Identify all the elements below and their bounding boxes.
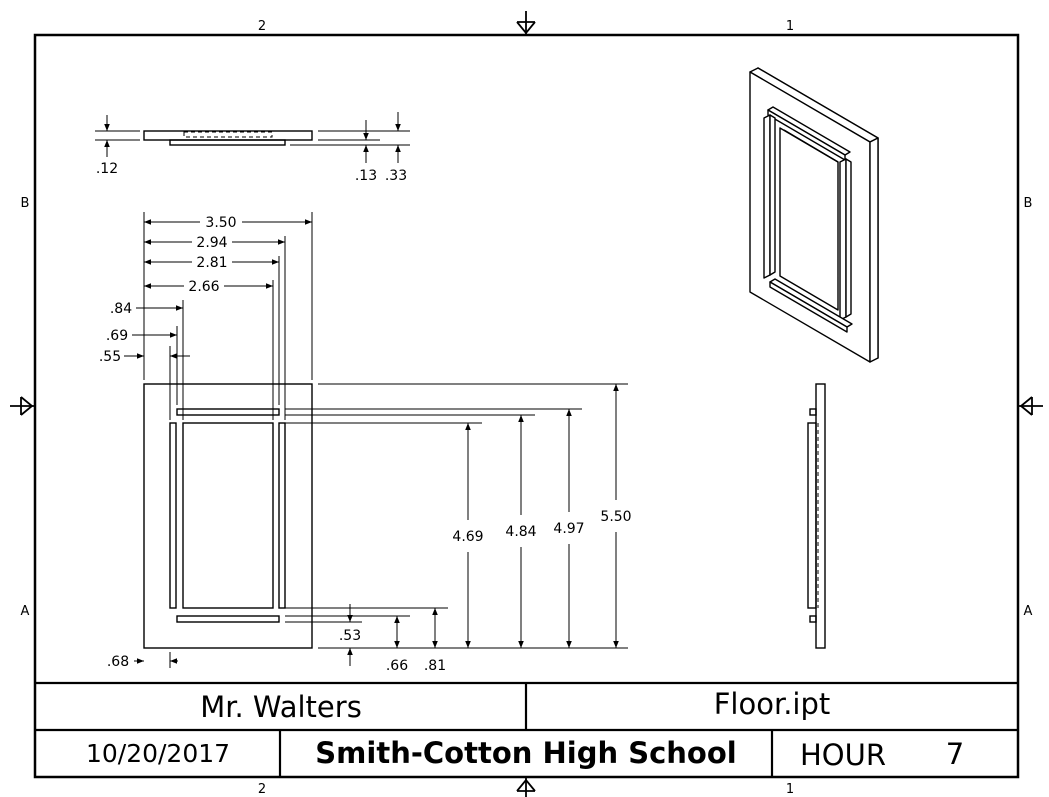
dim-label: .12: [96, 161, 118, 177]
dim-label: 2.81: [196, 255, 227, 271]
dim-label: 5.50: [600, 509, 631, 525]
top-view-dimensions: [95, 112, 410, 163]
dim-label: 4.97: [553, 521, 584, 537]
zone-label-left-lower: A: [21, 604, 30, 619]
dim-label: .81: [424, 658, 446, 674]
dim-label: .13: [355, 168, 377, 184]
dim-label: .84: [110, 301, 132, 317]
center-mark-left-icon: [10, 396, 35, 416]
center-mark-top-icon: [516, 11, 536, 36]
center-mark-right-icon: [1018, 396, 1043, 416]
dim-label: .33: [385, 168, 407, 184]
dim-label: .53: [339, 628, 361, 644]
right-side-view: [807, 383, 826, 649]
front-view: [143, 383, 313, 649]
dim-label: .66: [386, 658, 408, 674]
school-name: Smith-Cotton High School: [315, 736, 736, 770]
title-block-lines: [35, 681, 1018, 777]
drawing-date: 10/20/2017: [86, 739, 230, 768]
front-view-vertical-dimensions: [285, 383, 628, 666]
file-name: Floor.ipt: [714, 687, 831, 721]
dim-label: 2.94: [196, 235, 227, 251]
hour-value: 7: [946, 737, 964, 771]
zone-label-bottom-right: 1: [786, 782, 794, 797]
hour-label: HOUR: [800, 738, 886, 772]
dim-label: 2.66: [188, 279, 219, 295]
dim-label: .55: [99, 349, 121, 365]
dim-label: 4.69: [452, 529, 483, 545]
dim-label: 4.84: [505, 524, 536, 540]
zone-label-right-upper: B: [1024, 196, 1033, 211]
top-edge-view: [143, 130, 313, 146]
teacher-name: Mr. Walters: [200, 690, 362, 724]
front-view-horizontal-dimensions: [124, 212, 313, 668]
dim-label: 3.50: [205, 215, 236, 231]
zone-label-top-left: 2: [258, 19, 266, 34]
isometric-view: [749, 67, 879, 363]
zone-label-right-lower: A: [1024, 604, 1033, 619]
zone-label-top-right: 1: [786, 19, 794, 34]
dim-label: .69: [106, 328, 128, 344]
zone-label-bottom-left: 2: [258, 782, 266, 797]
zone-label-left-upper: B: [21, 196, 30, 211]
dim-label: .68: [107, 654, 129, 670]
center-mark-bottom-icon: [516, 777, 536, 797]
